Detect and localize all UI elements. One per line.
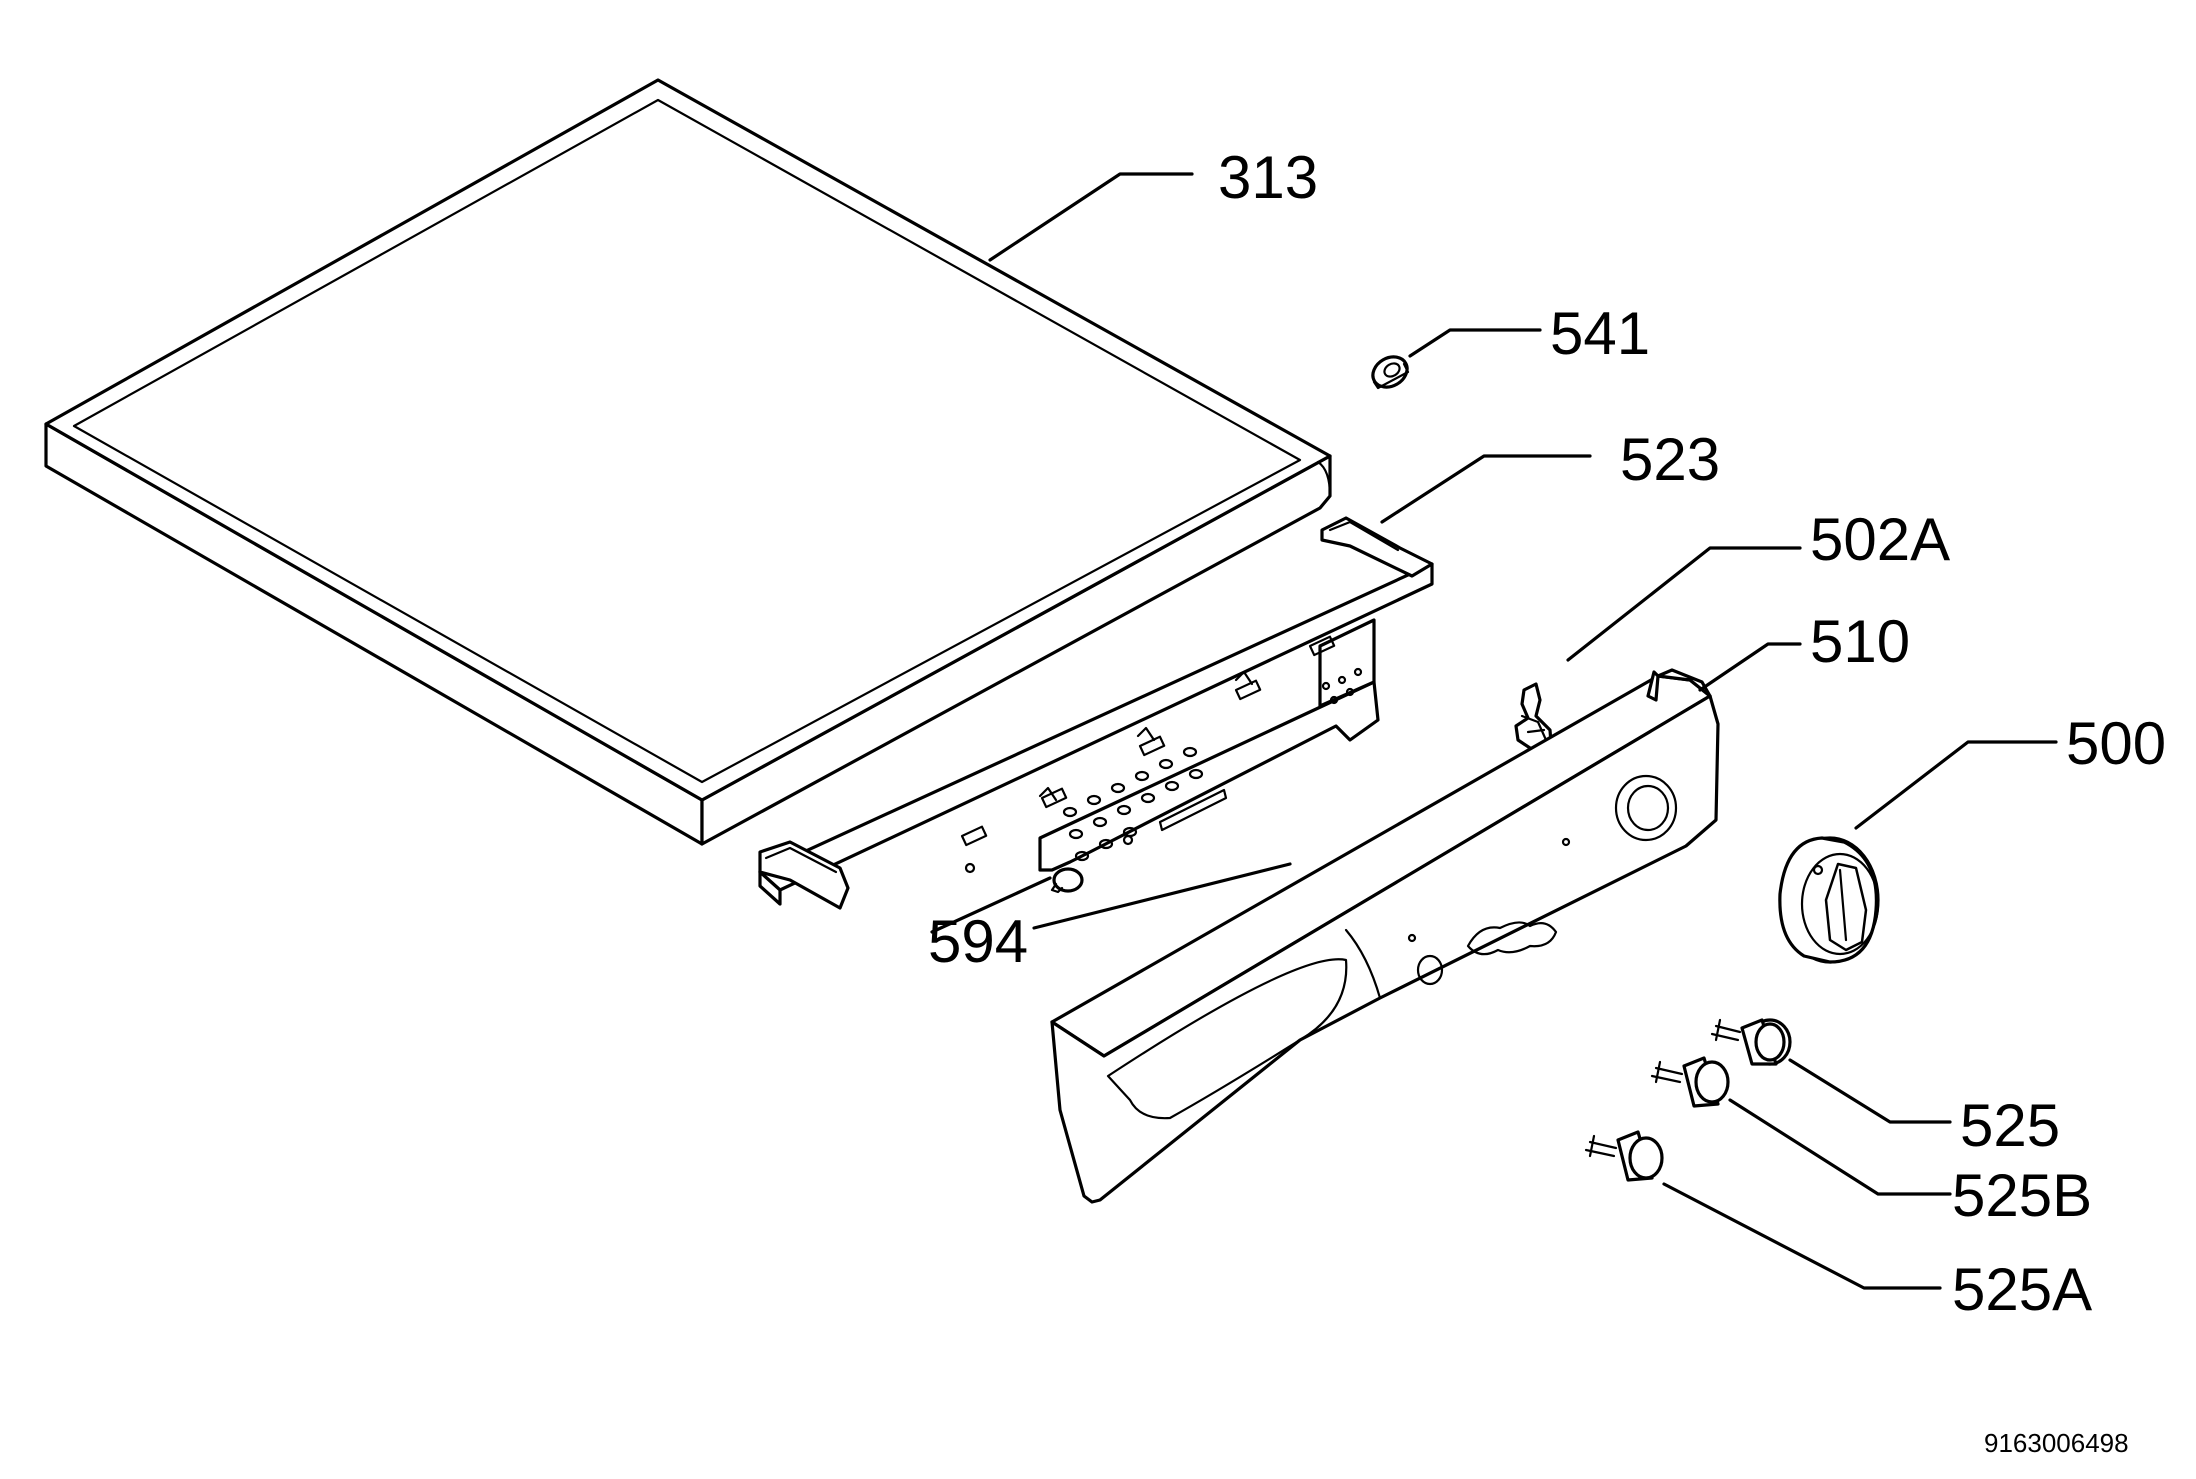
part-541-washer xyxy=(1371,355,1410,390)
leader-594-a xyxy=(930,876,1052,934)
label-594: 594 xyxy=(928,908,1028,975)
leader-502a xyxy=(1566,546,1802,662)
label-523: 523 xyxy=(1620,426,1720,493)
leader-523 xyxy=(1380,454,1592,524)
label-502a: 502A xyxy=(1810,506,1950,573)
label-525: 525 xyxy=(1960,1092,2060,1159)
part-525a-button xyxy=(1584,1130,1664,1182)
document-number: 9163006498 xyxy=(1984,1428,2129,1458)
label-313: 313 xyxy=(1218,144,1318,211)
leader-lines xyxy=(930,172,2058,1290)
leader-510 xyxy=(1698,642,1802,692)
label-525b: 525B xyxy=(1952,1162,2092,1229)
part-313-worktop xyxy=(44,78,1332,846)
part-500-knob xyxy=(1778,836,1880,964)
label-510: 510 xyxy=(1810,608,1910,675)
part-594-screw xyxy=(1050,867,1084,894)
leader-525b xyxy=(1728,1098,1952,1196)
label-525a: 525A xyxy=(1952,1256,2092,1323)
part-525-button xyxy=(1710,1018,1792,1066)
part-523-panel-frame xyxy=(758,516,1434,910)
leader-500 xyxy=(1854,740,2058,830)
leader-525a xyxy=(1662,1182,1942,1290)
part-510-fascia xyxy=(1050,668,1720,1204)
frame-holes xyxy=(964,667,1363,874)
leader-594-b xyxy=(1032,862,1292,930)
part-525b-button xyxy=(1650,1056,1730,1108)
label-541: 541 xyxy=(1550,300,1650,367)
leader-313 xyxy=(988,172,1194,262)
part-labels: 313 541 523 502A 510 500 594 525 525B 52… xyxy=(928,144,2166,1458)
label-500: 500 xyxy=(2066,710,2166,777)
leader-541 xyxy=(1408,328,1542,358)
leader-525 xyxy=(1788,1058,1952,1124)
